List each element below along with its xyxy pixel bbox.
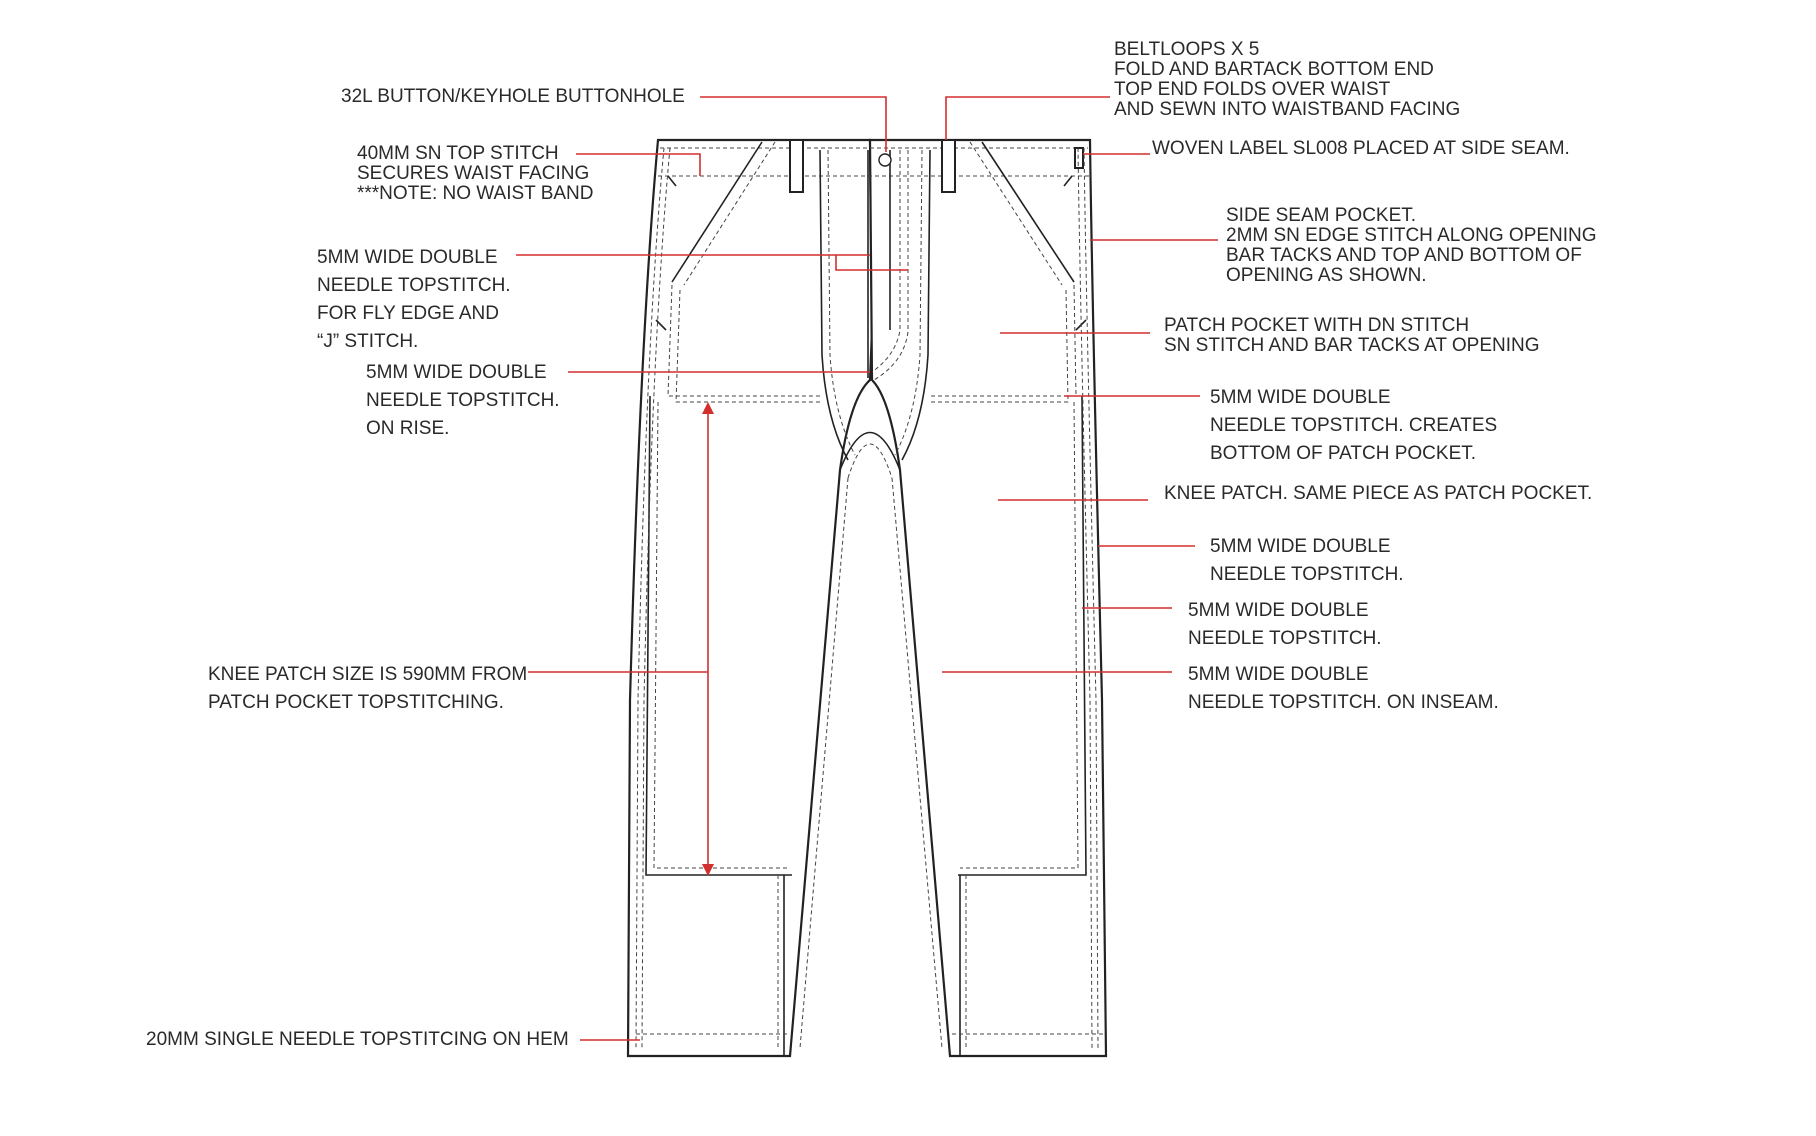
callout-side-pocket: SIDE SEAM POCKET. 2MM SN EDGE STITCH ALO… xyxy=(1226,206,1597,286)
callout-line: NEEDLE TOPSTITCH. ON INSEAM. xyxy=(1188,692,1499,713)
callout-line: PATCH POCKET TOPSTITCHING. xyxy=(208,692,504,713)
leader-beltloops xyxy=(945,96,1110,140)
callout-button: 32L BUTTON/KEYHOLE BUTTONHOLE xyxy=(341,86,685,107)
callout-waist: 40MM SN TOP STITCH SECURES WAIST FACING … xyxy=(357,144,593,204)
callout-line: BOTTOM OF PATCH POCKET. xyxy=(1210,443,1477,464)
callout-line: 5MM WIDE DOUBLE xyxy=(1188,664,1369,685)
callout-line: 2MM SN EDGE STITCH ALONG OPENING xyxy=(1226,225,1597,246)
callout-woven-label: WOVEN LABEL SL008 PLACED AT SIDE SEAM. xyxy=(1152,138,1570,159)
callout-line: PATCH POCKET WITH DN STITCH xyxy=(1164,315,1470,336)
callout-line: 32L BUTTON/KEYHOLE BUTTONHOLE xyxy=(341,86,685,107)
callout-beltloops: BELTLOOPS X 5 FOLD AND BARTACK BOTTOM EN… xyxy=(1114,40,1460,120)
woven-label xyxy=(1074,147,1084,169)
callout-outseam: 5MM WIDE DOUBLE NEEDLE TOPSTITCH. xyxy=(1210,533,1404,589)
callout-line: AND SEWN INTO WAISTBAND FACING xyxy=(1114,99,1461,120)
callout-knee-patch: KNEE PATCH. SAME PIECE AS PATCH POCKET. xyxy=(1164,483,1592,504)
right-inseam-stitch xyxy=(891,477,943,1049)
callout-line: OPENING AS SHOWN. xyxy=(1226,265,1427,286)
right-outseam-stitch xyxy=(1083,147,1099,1049)
callout-hem: 20MM SINGLE NEEDLE TOPSTITCING ON HEM xyxy=(146,1029,569,1050)
callout-line: 5MM WIDE DOUBLE xyxy=(366,362,547,383)
callout-knee-size: KNEE PATCH SIZE IS 590MM FROM PATCH POCK… xyxy=(208,661,527,717)
callout-patch-bottom: 5MM WIDE DOUBLE NEEDLE TOPSTITCH. CREATE… xyxy=(1210,384,1497,468)
callout-line: KNEE PATCH SIZE IS 590MM FROM xyxy=(208,664,528,685)
callout-line: ***NOTE: NO WAIST BAND xyxy=(357,183,594,204)
callout-line: 5MM WIDE DOUBLE xyxy=(1210,387,1391,408)
callout-line: SN STITCH AND BAR TACKS AT OPENING xyxy=(1164,335,1540,356)
callout-inseam: 5MM WIDE DOUBLE NEEDLE TOPSTITCH. ON INS… xyxy=(1188,661,1499,717)
leader-fly xyxy=(516,254,908,271)
left-patch-pocket xyxy=(667,284,822,397)
callout-line: ON RISE. xyxy=(366,418,450,439)
callout-line: 5MM WIDE DOUBLE xyxy=(1210,536,1391,557)
callout-fly: 5MM WIDE DOUBLE NEEDLE TOPSTITCH. FOR FL… xyxy=(317,244,511,356)
leader-waist xyxy=(576,153,701,176)
callout-line: 40MM SN TOP STITCH xyxy=(357,143,559,164)
right-patch-pocket xyxy=(928,284,1077,397)
fly-j-stitch xyxy=(871,150,901,373)
right-leg-outline xyxy=(868,138,1108,1058)
callout-rise: 5MM WIDE DOUBLE NEEDLE TOPSTITCH. ON RIS… xyxy=(366,359,560,443)
left-leg-outline xyxy=(626,138,874,1058)
callout-line: NEEDLE TOPSTITCH. xyxy=(1188,628,1382,649)
callout-patch-pocket: PATCH POCKET WITH DN STITCH SN STITCH AN… xyxy=(1164,316,1540,356)
left-knee-patch xyxy=(645,395,792,876)
callout-line: WOVEN LABEL SL008 PLACED AT SIDE SEAM. xyxy=(1152,138,1570,159)
left-outseam-stitch xyxy=(635,147,665,1049)
belt-loop-left xyxy=(789,139,804,193)
callout-line: SIDE SEAM POCKET. xyxy=(1226,205,1417,226)
left-inseam-stitch xyxy=(799,477,849,1049)
callout-line: BAR TACKS AND TOP AND BOTTOM OF xyxy=(1226,245,1582,266)
callout-line: NEEDLE TOPSTITCH. CREATES xyxy=(1210,415,1498,436)
callout-line: 20MM SINGLE NEEDLE TOPSTITCING ON HEM xyxy=(146,1029,569,1050)
callout-line: FOR FLY EDGE AND xyxy=(317,303,499,324)
callout-line: 5MM WIDE DOUBLE xyxy=(1188,600,1369,621)
callout-line: KNEE PATCH. SAME PIECE AS PATCH POCKET. xyxy=(1164,483,1593,504)
callout-line: SECURES WAIST FACING xyxy=(357,163,590,184)
callout-line: NEEDLE TOPSTITCH. xyxy=(317,275,511,296)
right-knee-patch xyxy=(958,395,1087,876)
callout-line: 5MM WIDE DOUBLE xyxy=(317,247,498,268)
callout-knee-seam: 5MM WIDE DOUBLE NEEDLE TOPSTITCH. xyxy=(1188,597,1382,653)
callout-line: NEEDLE TOPSTITCH. xyxy=(366,390,560,411)
callout-line: NEEDLE TOPSTITCH. xyxy=(1210,564,1404,585)
callout-line: “J” STITCH. xyxy=(317,331,419,352)
right-pocket-opening xyxy=(981,141,1075,283)
callout-line: BELTLOOPS X 5 xyxy=(1114,39,1260,60)
belt-loop-right xyxy=(941,139,956,193)
button xyxy=(878,153,892,167)
left-pocket-opening xyxy=(671,141,763,283)
leader-button xyxy=(700,96,887,152)
callout-line: FOLD AND BARTACK BOTTOM END xyxy=(1114,59,1434,80)
callout-line: TOP END FOLDS OVER WAIST xyxy=(1114,79,1391,100)
